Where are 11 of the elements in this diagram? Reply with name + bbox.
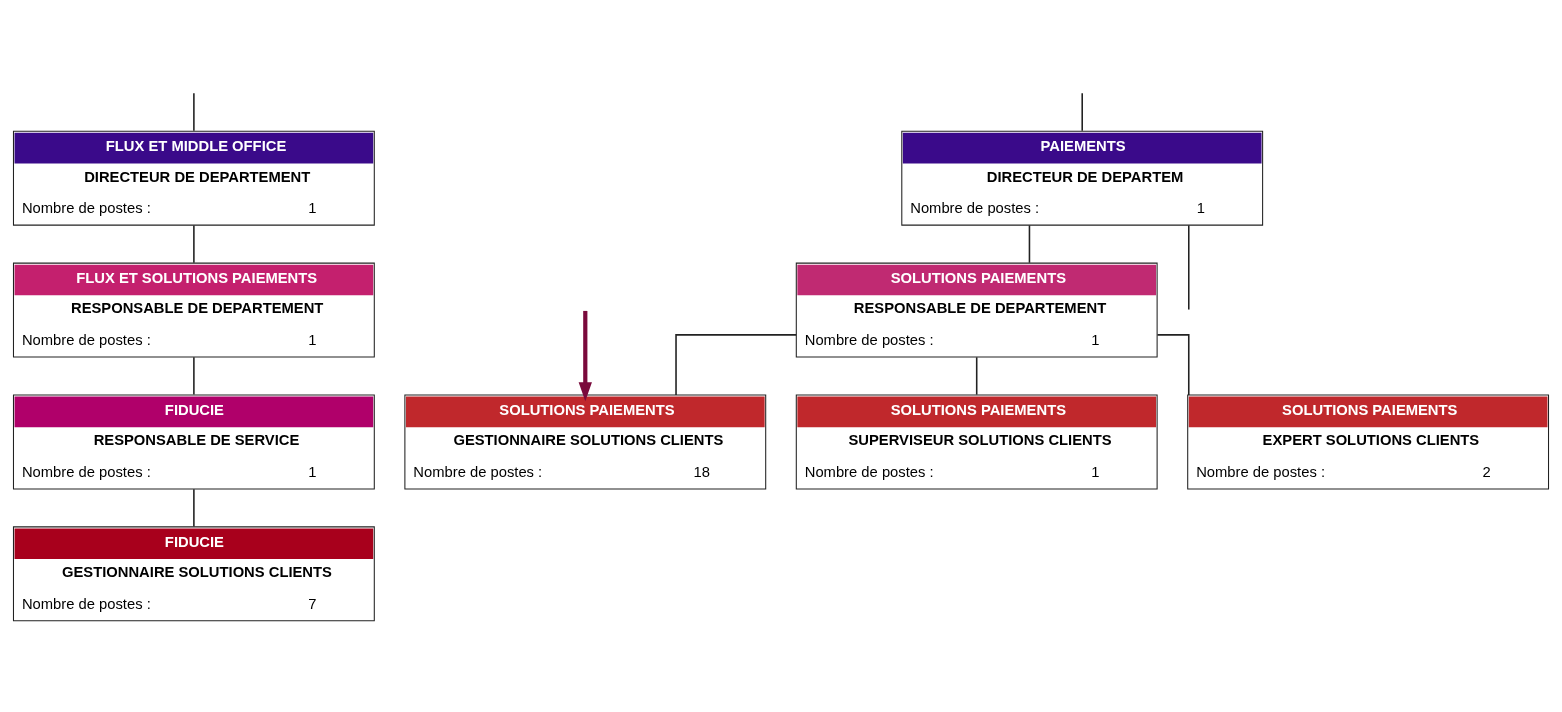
arrow	[578, 310, 592, 401]
connector	[1156, 333, 1190, 396]
connector	[975, 356, 978, 395]
connector	[193, 356, 195, 395]
connector	[1187, 224, 1190, 310]
connector	[1081, 92, 1083, 132]
connector	[193, 224, 195, 264]
connector	[1028, 224, 1031, 264]
connector	[193, 92, 195, 132]
connector	[675, 333, 797, 396]
connector	[193, 487, 195, 527]
